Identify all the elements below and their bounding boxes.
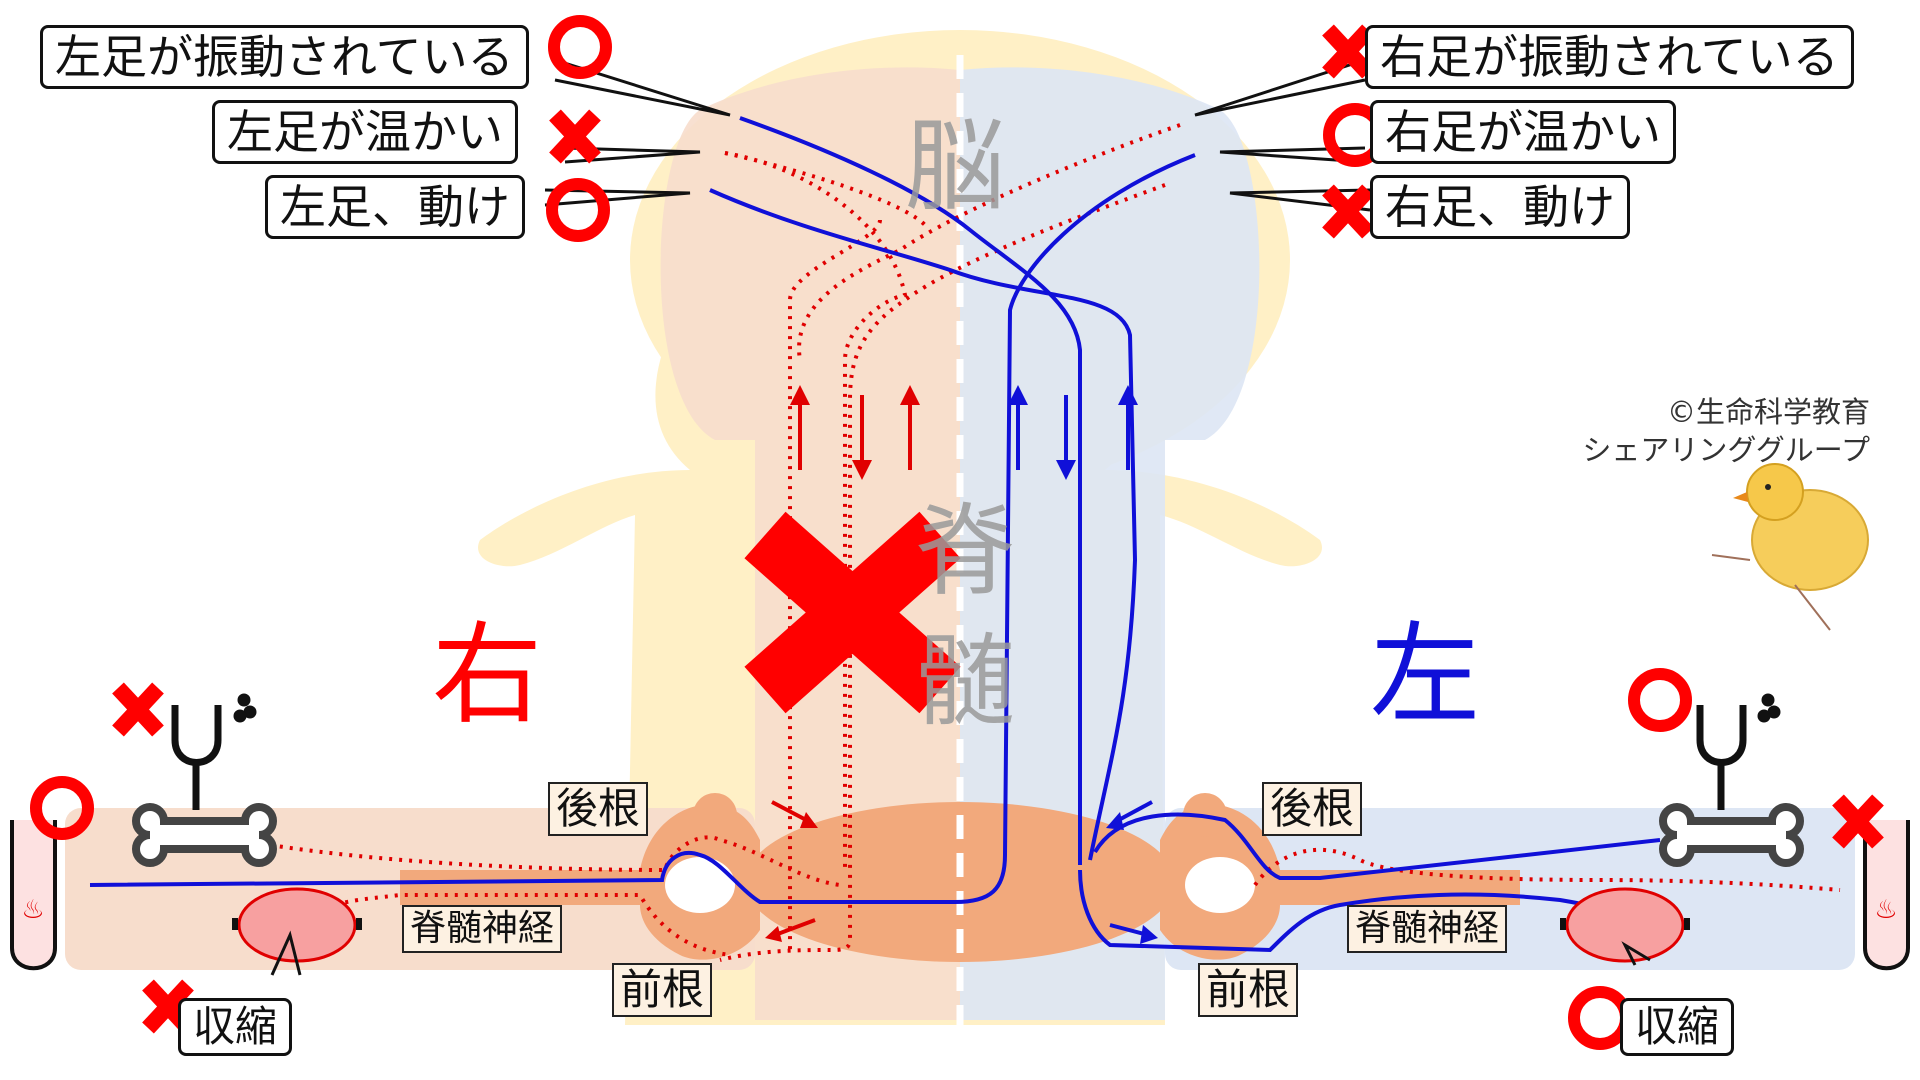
tuning-fork-icon-right xyxy=(171,693,257,810)
spinal-label-2: 髄 xyxy=(915,623,1015,740)
brain-label: 脳 xyxy=(905,108,1005,225)
ok-mark-icon xyxy=(1568,986,1632,1050)
ng-mark-icon xyxy=(549,109,601,164)
ok-mark-icon xyxy=(546,178,610,242)
red-dotted-paths xyxy=(269,123,1841,962)
ok-mark-icon xyxy=(30,776,94,840)
dorsal-root-right: 後根 xyxy=(548,782,649,836)
root-ganglia xyxy=(665,857,1255,913)
svg-text:♨: ♨ xyxy=(1874,895,1897,925)
contract-label-right: 収縮 xyxy=(178,998,293,1056)
label-left-warm: 左足が温かい xyxy=(212,100,518,164)
label-left-vibration: 左足が振動されている xyxy=(40,25,529,89)
lesion-cross-icon xyxy=(744,511,961,714)
tuning-fork-icon-left xyxy=(1696,693,1781,810)
credit-text: ©生命科学教育 シェアリンググループ xyxy=(1540,393,1870,469)
root-arrows xyxy=(765,800,1158,944)
spinal-nerve-right: 脊髄神経 xyxy=(402,905,563,953)
spinal-label-1: 脊 xyxy=(915,493,1015,610)
svg-text:♨: ♨ xyxy=(21,895,44,925)
ng-mark-icon xyxy=(112,682,164,737)
label-right-vibration: 右足が振動されている xyxy=(1365,25,1854,89)
circle-marks xyxy=(30,15,1692,1050)
callout-pointers xyxy=(270,58,1651,976)
label-right-move: 右足、動け xyxy=(1370,175,1630,239)
contract-label-left: 収縮 xyxy=(1620,998,1735,1056)
cross-marks xyxy=(112,24,1884,1034)
credit-line-2: シェアリンググループ xyxy=(1582,433,1870,467)
credit-line-1: ©生命科学教育 xyxy=(1666,395,1870,429)
ng-mark-icon xyxy=(1832,794,1884,849)
blue-paths xyxy=(89,116,1661,953)
arrow-heads xyxy=(790,385,1138,480)
ventral-root-right: 前根 xyxy=(612,963,713,1017)
bone-icon-right xyxy=(132,803,277,867)
cord-silhouette xyxy=(478,30,1322,1025)
hot-water-tube-icon-right: ♨ xyxy=(10,820,57,971)
dorsal-root-left: 後根 xyxy=(1262,782,1363,836)
side-label-left: 左 xyxy=(1370,611,1480,739)
ng-mark-icon xyxy=(1322,184,1374,239)
cord-arrows xyxy=(798,395,1130,470)
ok-mark-icon xyxy=(548,15,612,79)
label-right-warm: 右足が温かい xyxy=(1370,100,1676,164)
ventral-root-left: 前根 xyxy=(1198,963,1299,1017)
hot-water-tube-icon-left: ♨ xyxy=(1863,820,1910,971)
bone-icon-left xyxy=(1659,803,1804,867)
label-left-move: 左足、動け xyxy=(265,175,525,239)
ng-mark-icon xyxy=(1322,24,1374,79)
ok-mark-icon xyxy=(1628,668,1692,732)
chick-illustration xyxy=(1711,463,1869,631)
side-label-right: 右 xyxy=(432,611,542,739)
muscle-icon-left xyxy=(1560,887,1690,963)
spinal-nerve-left: 脊髄神経 xyxy=(1347,905,1508,953)
